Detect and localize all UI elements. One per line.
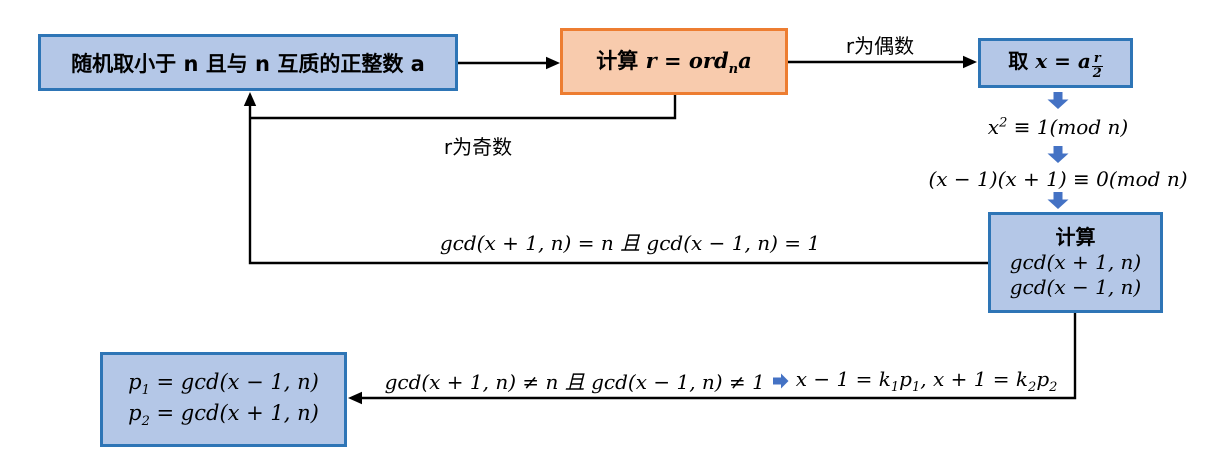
p1-sub: 1	[141, 383, 150, 399]
eq1-post: ≡ 1(mod n)	[1007, 115, 1129, 139]
label-loop-condition: gcd(x + 1, n) = n 且 gcd(x − 1, n) = 1	[380, 227, 880, 256]
ff1s: 1	[890, 379, 900, 395]
p2-sub: 2	[141, 413, 150, 429]
line-odd-loop	[250, 95, 677, 120]
ff3: , x + 1 = k	[920, 366, 1029, 391]
equation-factored: (x − 1)(x + 1) ≡ 0(mod n)	[923, 167, 1193, 191]
node-factors-label: p1 = gcd(x − 1, n) p2 = gcd(x + 1, n)	[128, 369, 319, 430]
node-compute-gcd: 计算 gcd(x + 1, n) gcd(x − 1, n)	[988, 212, 1163, 313]
p1-rest: = gcd(x − 1, n)	[149, 370, 319, 395]
factors-line1: p1 = gcd(x − 1, n)	[128, 369, 319, 399]
down-arrow-icon	[1047, 92, 1069, 109]
factors-line2: p2 = gcd(x + 1, n)	[128, 400, 319, 430]
node-random-pick: 随机取小于 n 且与 n 互质的正整数 a	[38, 34, 458, 91]
down-arrow-icon	[1047, 146, 1069, 163]
node-factors-result: p1 = gcd(x − 1, n) p2 = gcd(x + 1, n)	[100, 352, 347, 447]
right-arrow-icon	[772, 373, 789, 388]
p2-rest: = gcd(x + 1, n)	[149, 400, 319, 425]
label-r-odd-text: r为奇数	[443, 135, 513, 159]
line-gcd-to-factors	[361, 313, 1077, 400]
node-random-pick-label: 随机取小于 n 且与 n 互质的正整数 a	[71, 51, 425, 76]
ff2: p	[899, 366, 912, 391]
frac-denominator: 2	[1092, 66, 1102, 81]
eq1-pre: x	[987, 115, 1000, 139]
ff3s: 2	[1028, 379, 1037, 395]
takex-cn-text: 取	[1008, 49, 1036, 74]
gcd-line1-text: gcd(x + 1, n)	[1009, 250, 1142, 274]
arrowhead-icon	[546, 56, 560, 70]
loop-condition-text: gcd(x + 1, n) = n 且 gcd(x − 1, n) = 1	[439, 231, 821, 255]
p1-var: p	[128, 370, 142, 395]
eq2-text: (x − 1)(x + 1) ≡ 0(mod n)	[928, 167, 1188, 191]
ff2s: 1	[911, 379, 921, 395]
node-compute-order-label: 计算 r = ordna	[596, 45, 751, 77]
gcd-line2-text: gcd(x − 1, n)	[1009, 275, 1142, 299]
arrowhead-icon	[348, 391, 362, 405]
label-factor-condition: gcd(x + 1, n) ≠ n 且 gcd(x − 1, n) ≠ 1 x …	[368, 366, 1074, 395]
order-tail-text: a	[738, 48, 752, 74]
down-arrow-icon	[1047, 192, 1069, 209]
takex-formula-text: x = a	[1035, 49, 1091, 74]
gcd-title-text: 计算	[1055, 225, 1096, 249]
order-formula-text: r = ord	[645, 48, 729, 74]
factor-condition-text: gcd(x + 1, n) ≠ n 且 gcd(x − 1, n) ≠ 1	[384, 370, 765, 394]
label-r-even: r为偶数	[800, 30, 960, 59]
label-r-odd: r为奇数	[398, 131, 558, 160]
line-gcd-loop	[248, 104, 988, 265]
label-r-even-text: r为偶数	[845, 34, 915, 58]
factor-formula-text: x − 1 = k1p1, x + 1 = k2p2	[796, 367, 1058, 395]
order-cn-text: 计算	[596, 49, 646, 74]
ff1: x − 1 = k	[795, 366, 891, 391]
order-subscript: n	[728, 62, 739, 78]
ff4s: 2	[1049, 379, 1058, 395]
eq1-superscript: 2	[999, 115, 1008, 131]
node-compute-order: 计算 r = ordna	[560, 28, 788, 95]
frac-numerator: r	[1091, 51, 1103, 67]
arrowhead-icon	[963, 55, 977, 69]
equation-x-squared: x2 ≡ 1(mod n)	[955, 115, 1161, 139]
arrowhead-icon	[243, 92, 257, 106]
node-compute-gcd-label: 计算 gcd(x + 1, n) gcd(x − 1, n)	[1010, 225, 1141, 300]
ff4: p	[1036, 366, 1050, 391]
p2-var: p	[128, 400, 142, 425]
